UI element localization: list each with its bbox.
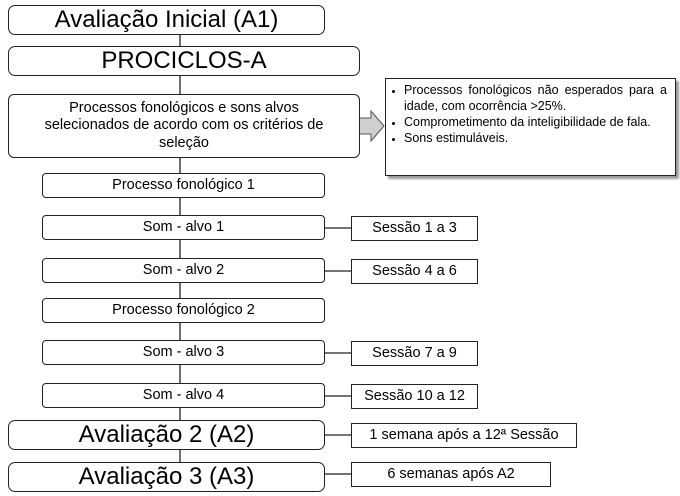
criteria-item-2: Comprometimento da inteligibilidade de f… xyxy=(404,115,667,131)
target-sound-3-label: Som - alvo 3 xyxy=(142,343,225,360)
a2-timing-label: 1 semana após a 12ª Sessão xyxy=(369,426,559,443)
session-label-1: Sessão 1 a 3 xyxy=(372,219,457,236)
a2-timing-box: 1 semana após a 12ª Sessão xyxy=(351,423,577,448)
target-sound-2-label: Som - alvo 2 xyxy=(142,261,225,278)
phonological-process-1-box: Processo fonológico 1 xyxy=(42,173,325,198)
target-sound-4-label: Som - alvo 4 xyxy=(142,386,225,403)
session-box-3: Sessão 7 a 9 xyxy=(351,341,478,366)
session-box-1: Sessão 1 a 3 xyxy=(351,216,478,241)
phonological-process-2-label: Processo fonológico 2 xyxy=(112,301,255,318)
evaluation-a3-box: Avaliação 3 (A3) xyxy=(8,462,325,492)
a3-timing-box: 6 semanas após A2 xyxy=(351,462,551,487)
evaluation-a2-label: Avaliação 2 (A2) xyxy=(78,420,255,448)
target-sound-2-box: Som - alvo 2 xyxy=(42,258,325,283)
criteria-item-1: Processos fonológicos não esperados para… xyxy=(404,83,667,115)
target-sound-1-label: Som - alvo 1 xyxy=(142,218,225,235)
evaluation-a2-box: Avaliação 2 (A2) xyxy=(8,420,325,450)
a3-timing-label: 6 semanas após A2 xyxy=(387,465,515,482)
selection-criteria-box: Processos fonológicos não esperados para… xyxy=(385,78,676,176)
criteria-item-3: Sons estimuláveis. xyxy=(404,131,667,147)
session-label-3: Sessão 7 a 9 xyxy=(372,344,457,361)
criteria-arrow-icon xyxy=(355,109,385,143)
prociclos-label: PROCICLOS-A xyxy=(101,46,267,74)
target-sound-4-box: Som - alvo 4 xyxy=(42,383,325,408)
selection-criteria-list: Processos fonológicos não esperados para… xyxy=(392,83,667,147)
selection-box: Processos fonológicos e sons alvos selec… xyxy=(8,94,360,158)
evaluation-a1-box: Avaliação Inicial (A1) xyxy=(8,5,325,35)
session-box-2: Sessão 4 a 6 xyxy=(351,259,478,284)
evaluation-a1-label: Avaliação Inicial (A1) xyxy=(54,5,279,33)
phonological-process-1-label: Processo fonológico 1 xyxy=(112,176,255,193)
session-label-4: Sessão 10 a 12 xyxy=(364,387,465,404)
session-box-4: Sessão 10 a 12 xyxy=(351,384,478,409)
session-label-2: Sessão 4 a 6 xyxy=(372,262,457,279)
target-sound-1-box: Som - alvo 1 xyxy=(42,215,325,240)
prociclos-box: PROCICLOS-A xyxy=(8,46,360,76)
evaluation-a3-label: Avaliação 3 (A3) xyxy=(78,462,255,490)
selection-label: Processos fonológicos e sons alvos selec… xyxy=(44,99,324,151)
target-sound-3-box: Som - alvo 3 xyxy=(42,340,325,365)
phonological-process-2-box: Processo fonológico 2 xyxy=(42,298,325,323)
